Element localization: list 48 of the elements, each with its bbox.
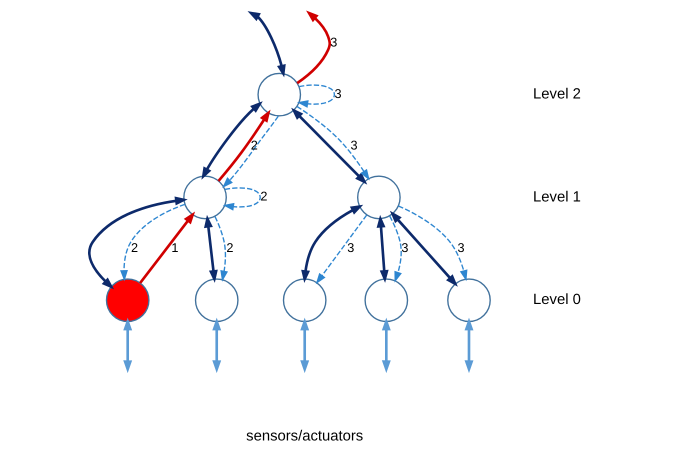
- node-circle: [282, 278, 327, 322]
- node-circle: [447, 278, 491, 322]
- arrow: [389, 216, 402, 283]
- label: sensors/actuators: [246, 428, 364, 445]
- edge-label: 2: [131, 240, 138, 256]
- node-circle: [194, 278, 239, 322]
- label: Level 0: [533, 292, 581, 308]
- arrow: [204, 214, 218, 283]
- edge-label: 3: [330, 34, 338, 50]
- arrow: [296, 106, 370, 180]
- arrow: [296, 10, 332, 84]
- arrow: [316, 214, 368, 284]
- node-circle: [364, 278, 408, 322]
- arrow: [222, 116, 279, 188]
- arrow: [120, 204, 186, 282]
- arrow: [300, 318, 310, 374]
- arrow: [123, 318, 132, 374]
- edge-label: 3: [458, 240, 465, 256]
- node-circle: [357, 176, 401, 220]
- edge-label: 3: [334, 86, 342, 101]
- edge-label: 2: [250, 137, 258, 152]
- label: Level 2: [533, 86, 581, 103]
- arrow: [398, 205, 468, 282]
- arrow: [301, 204, 364, 283]
- node-circle: [257, 72, 302, 116]
- edge-label: 3: [350, 137, 358, 152]
- arrow: [382, 318, 391, 374]
- arrow: [88, 196, 188, 290]
- edge-label: 3: [347, 240, 354, 256]
- arrow: [296, 84, 336, 108]
- arrow: [464, 318, 474, 374]
- arrow: [291, 108, 368, 185]
- arrow: [217, 110, 271, 182]
- arrow: [222, 187, 261, 211]
- edge-label: 3: [401, 240, 408, 256]
- arrow: [201, 101, 263, 180]
- label: Level 1: [533, 189, 581, 206]
- edge-label: 2: [260, 188, 268, 204]
- arrow: [214, 216, 228, 282]
- arrow: [248, 11, 286, 78]
- node-circle: [106, 278, 150, 322]
- edge-label: 2: [226, 240, 234, 256]
- arrow: [376, 214, 389, 283]
- arrow: [212, 318, 222, 374]
- edge-label: 1: [171, 240, 178, 256]
- arrow: [139, 211, 196, 284]
- node-circle: [183, 176, 227, 220]
- arrow: [390, 210, 458, 287]
